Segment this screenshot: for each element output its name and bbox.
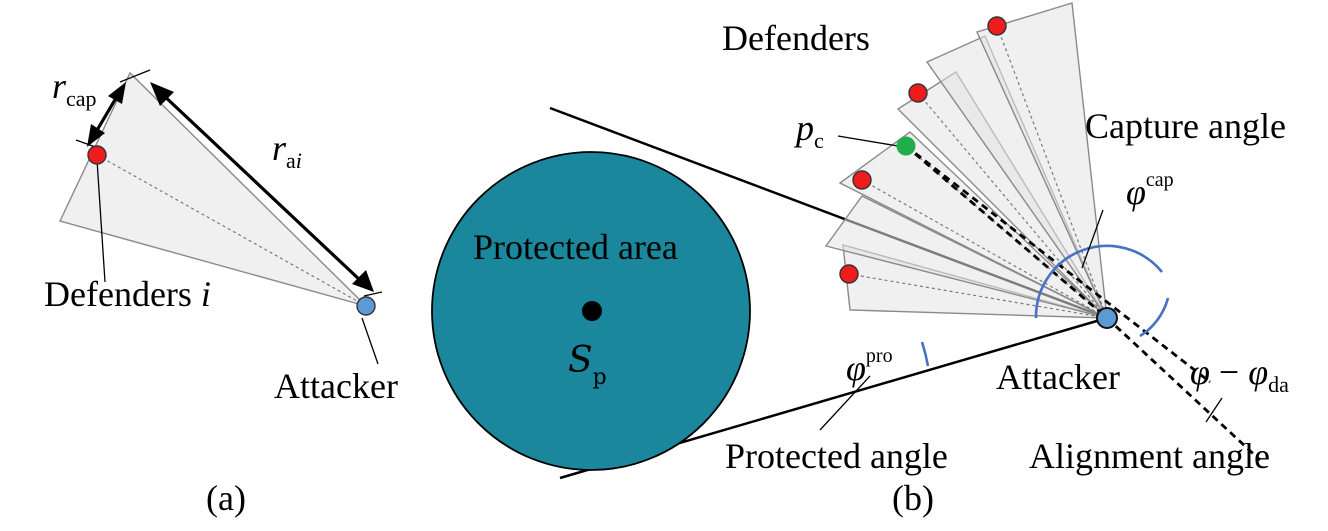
panel-a: rcap rai Defenders i Attacker (a): [44, 66, 398, 518]
panel-a-label: (a): [206, 478, 246, 518]
alignment-leader-line: [1205, 397, 1223, 423]
capture-cone: [59, 71, 369, 308]
ray-defender-3: [917, 92, 1108, 319]
phi-cap-label: φcap: [1126, 169, 1174, 212]
phi-diff-label: φ − φda: [1190, 352, 1289, 397]
defenders-label: Defenders: [722, 18, 870, 58]
alignment-angle-arc: [1139, 297, 1170, 338]
attacker-point-b: [1096, 307, 1118, 329]
defender-leader-line: [96, 159, 106, 283]
protected-angle-arc: [920, 341, 930, 367]
r-ai-arrowhead-upper: [150, 82, 174, 106]
panel-b-label: (b): [892, 478, 934, 518]
protected-angle-label: Protected angle: [725, 436, 948, 476]
phi-cap-leader-line: [1081, 209, 1104, 269]
ray-defender-4: [996, 25, 1108, 319]
pc-label: pc: [793, 108, 824, 153]
defender-point-1: [839, 264, 859, 284]
protected-area-center: [582, 301, 602, 321]
protected-area-label: Protected area: [473, 227, 678, 267]
phi-pro-leader-line: [819, 375, 871, 431]
r-ai-arrow-shaft: [158, 90, 364, 284]
capture-cone-2: [824, 195, 1108, 319]
attacker-label-a: Attacker: [274, 366, 398, 406]
capture-cone-3: [838, 131, 1108, 319]
pc-leader-line: [837, 135, 899, 147]
r-cap-arrowhead-upper: [108, 82, 126, 104]
attacker-label-b: Attacker: [996, 357, 1120, 397]
defender-point-3: [908, 83, 928, 103]
ray-defender-2: [861, 179, 1108, 319]
capture-angle-arc: [1034, 244, 1164, 319]
capture-angle-label: Capture angle: [1085, 106, 1286, 146]
r-cap-arrow-shaft: [94, 97, 118, 133]
capture-cone-6: [976, 2, 1108, 319]
r-cap-tick-top: [119, 69, 151, 83]
defender-point-2: [852, 170, 872, 190]
center-symbol-label: Sp: [568, 340, 607, 390]
defender-point: [87, 145, 107, 165]
r-cap-label: rcap: [52, 66, 97, 111]
ray-defender-1: [848, 273, 1108, 319]
r-ai-tick-bottom: [363, 291, 383, 297]
panel-b: Protected area Sp Defenders pc Capture a…: [431, 2, 1289, 518]
capture-angle-left-line: [905, 144, 1108, 320]
alignment-line: [1106, 316, 1261, 462]
defenders-i-label: Defenders i: [44, 274, 211, 314]
capture-point: [896, 136, 916, 156]
alignment-angle-label: Alignment angle: [1029, 436, 1270, 476]
defender-point-4: [987, 16, 1007, 36]
r-ai-arrowhead-lower: [352, 270, 374, 292]
r-ai-label: rai: [272, 128, 302, 173]
r-cap-arrowhead-lower: [87, 124, 105, 147]
attacker-point: [356, 296, 376, 316]
phi-pro-label: φpro: [846, 345, 893, 388]
attacker-leader-line: [361, 317, 379, 365]
